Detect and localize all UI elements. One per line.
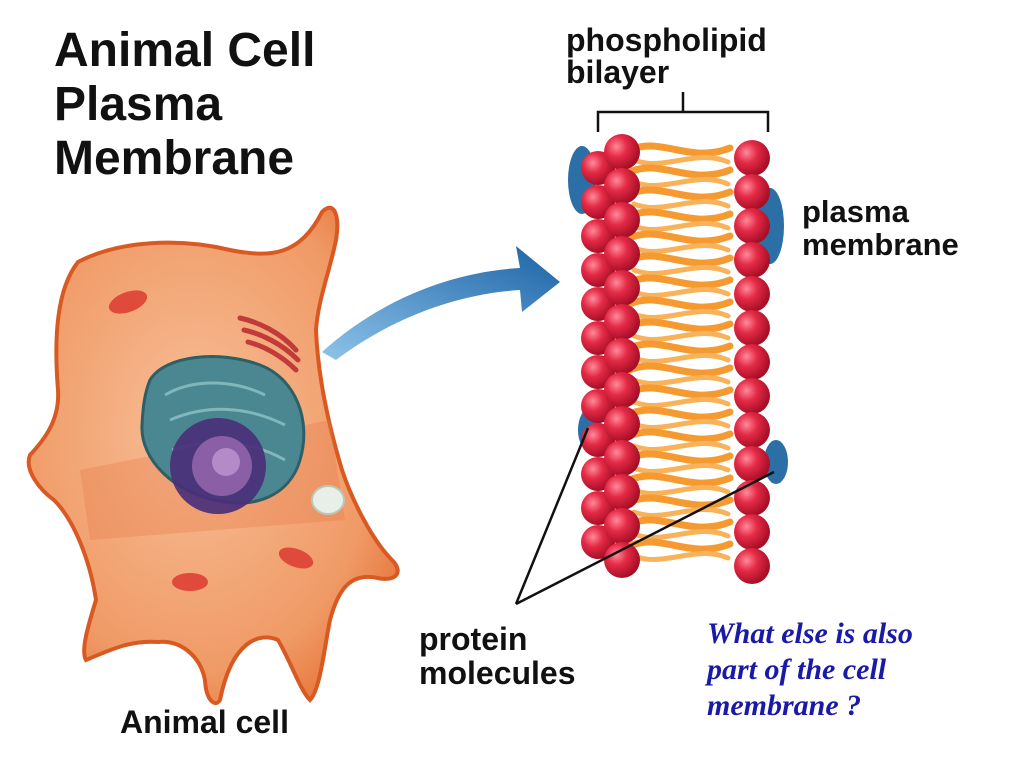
lipid-tail xyxy=(631,441,731,452)
phospholipid-head xyxy=(734,174,770,210)
phospholipid-head xyxy=(734,378,770,414)
animal-cell-illustration xyxy=(26,205,400,706)
lipid-tail xyxy=(626,230,734,245)
lipid-tail xyxy=(631,287,731,298)
lipid-tail xyxy=(631,551,731,562)
lipid-tail xyxy=(631,177,731,188)
phospholipid-head xyxy=(604,372,640,408)
phospholipid-head xyxy=(734,310,770,346)
lipid-tail xyxy=(626,362,734,377)
phospholipid-head xyxy=(604,270,640,306)
lipid-tail xyxy=(626,142,734,157)
protein-pointer-lines xyxy=(514,427,775,606)
phospholipid-head xyxy=(734,344,770,380)
lipid-tail xyxy=(626,186,734,201)
lipid-tail xyxy=(626,384,734,399)
lipid-tail xyxy=(631,265,731,276)
lipid-tail xyxy=(631,199,731,210)
lipid-tail xyxy=(631,375,731,386)
phospholipid-head xyxy=(734,514,770,550)
phospholipid-head xyxy=(604,440,640,476)
lipid-tail xyxy=(631,485,731,496)
plasma-membrane-label: plasma membrane xyxy=(802,194,959,262)
lipid-tail xyxy=(626,516,734,531)
lipid-tail xyxy=(631,243,731,254)
lipid-tail xyxy=(626,252,734,267)
lipid-tail xyxy=(631,397,731,408)
lipid-tail xyxy=(626,450,734,465)
animal-cell-label: Animal cell xyxy=(120,704,289,740)
question-text: What else is also part of the cell membr… xyxy=(707,617,913,722)
bilayer-label: phospholipid bilayer xyxy=(566,22,767,90)
phospholipid-head xyxy=(604,304,640,340)
lipid-tail xyxy=(626,428,734,443)
phospholipid-head xyxy=(734,276,770,312)
lipid-tail xyxy=(626,208,734,223)
phospholipid-head xyxy=(604,474,640,510)
phospholipid-head xyxy=(734,412,770,448)
bilayer-bracket xyxy=(596,92,770,132)
lipid-tail xyxy=(626,494,734,509)
lipid-tail xyxy=(631,331,731,342)
phospholipid-head xyxy=(604,168,640,204)
phospholipid-head xyxy=(604,236,640,272)
phospholipid-head xyxy=(734,548,770,584)
phospholipid-head xyxy=(734,208,770,244)
lipid-tail xyxy=(631,353,731,364)
phospholipid-head xyxy=(734,446,770,482)
lipid-tail xyxy=(631,529,731,540)
phospholipid-head xyxy=(734,242,770,278)
lipid-tail xyxy=(626,274,734,289)
protein-molecules-label: protein molecules xyxy=(419,621,576,691)
phospholipid-head xyxy=(604,542,640,578)
lipid-tail xyxy=(626,538,734,553)
lipid-tail xyxy=(626,164,734,179)
phospholipid-head xyxy=(734,480,770,516)
lipid-tail xyxy=(626,472,734,487)
diagram-title: Animal Cell Plasma Membrane xyxy=(54,24,316,185)
lipid-tail xyxy=(631,221,731,232)
phospholipid-head xyxy=(604,406,640,442)
arrow-icon xyxy=(322,246,560,360)
phospholipid-head xyxy=(604,202,640,238)
lipid-tail xyxy=(631,309,731,320)
phospholipid-head xyxy=(604,338,640,374)
bilayer-illustration xyxy=(568,134,788,584)
lipid-tail xyxy=(626,340,734,355)
phospholipid-head xyxy=(604,134,640,170)
lipid-tail xyxy=(631,463,731,474)
lipid-tail xyxy=(631,155,731,166)
lipid-tail xyxy=(626,406,734,421)
phospholipid-head xyxy=(604,508,640,544)
lipid-tail xyxy=(626,296,734,311)
phospholipid-head xyxy=(734,140,770,176)
lipid-tail xyxy=(626,318,734,333)
lipid-tail xyxy=(631,507,731,518)
lipid-tail xyxy=(631,419,731,430)
